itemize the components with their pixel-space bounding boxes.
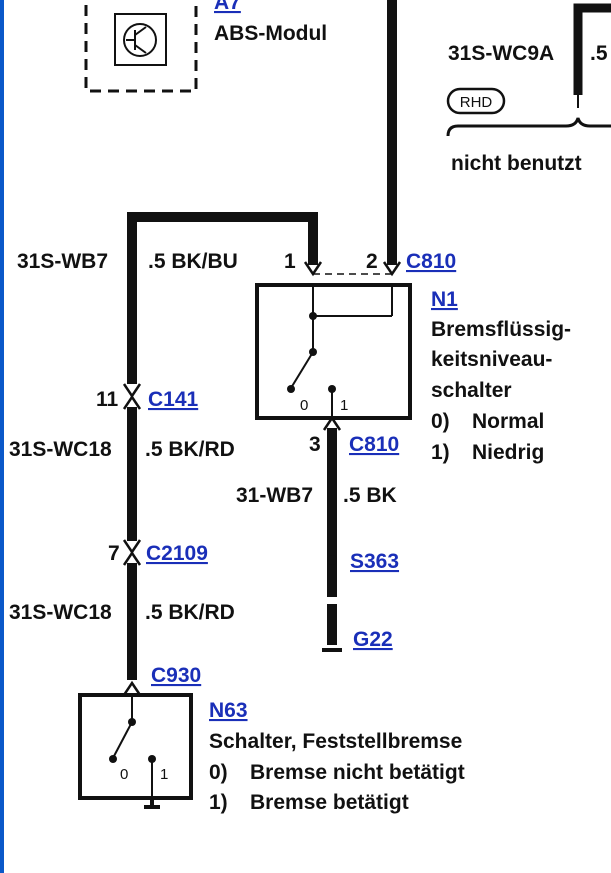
n1-switch-pos0: 0	[300, 397, 308, 414]
n1-name-line3: schalter	[431, 379, 512, 402]
n63-switch-symbol	[109, 695, 160, 809]
wire-31s-wb7	[127, 212, 318, 384]
n63-state1-text: Bremse betätigt	[250, 791, 409, 814]
n1-name-line1: Bremsflüssig-	[431, 318, 571, 341]
rhd-wire-spec: .5	[590, 42, 608, 65]
pin-3-label: 3	[309, 433, 321, 456]
n1-state1-text: Niedrig	[472, 441, 544, 464]
splice-s363[interactable]: S363	[350, 550, 399, 573]
rhd-brace	[446, 117, 611, 137]
connector-c930-mark	[122, 680, 142, 696]
connector-c810-pin3-mark	[322, 415, 342, 431]
n63-switch-pos0: 0	[120, 766, 128, 783]
n1-switch-box	[255, 283, 412, 420]
n63-state0-num: 0)	[209, 761, 228, 784]
transistor-icon	[114, 13, 167, 66]
connector-c810-bottom[interactable]: C810	[349, 433, 399, 456]
connector-c930[interactable]: C930	[151, 664, 201, 687]
pin-1-label: 1	[284, 250, 296, 273]
n1-ref[interactable]: N1	[431, 288, 458, 311]
rhd-note: nicht benutzt	[451, 152, 582, 175]
rhd-wire-id: 31S-WC9A	[448, 42, 554, 65]
wire-wb7-id: 31S-WB7	[17, 250, 108, 273]
connector-c141-bottom-mark	[122, 394, 142, 410]
wire-wc18-upper-id: 31S-WC18	[9, 438, 112, 461]
wire-wc18-lower-spec: .5 BK/RD	[145, 601, 235, 624]
n63-state1-num: 1)	[209, 791, 228, 814]
n63-state0-text: Bremse nicht betätigt	[250, 761, 465, 784]
wire-31wb7-id: 31-WB7	[236, 484, 313, 507]
ground-g22[interactable]: G22	[353, 628, 393, 651]
wire-wc18-lower-id: 31S-WC18	[9, 601, 112, 624]
n63-switch-pos1: 1	[160, 766, 168, 783]
connector-c2109[interactable]: C2109	[146, 542, 208, 565]
rhd-wire	[573, 3, 611, 95]
pin-7-label: 7	[108, 542, 120, 565]
connector-c141-top-mark	[122, 383, 142, 399]
n63-name: Schalter, Feststellbremse	[209, 730, 462, 753]
rhd-badge	[446, 87, 506, 115]
splice-s363-dot	[327, 555, 337, 565]
n1-switch-pos1: 1	[340, 397, 348, 414]
abs-module-ref[interactable]: A7	[214, 0, 241, 14]
connector-c2109-top-mark	[122, 539, 142, 555]
n63-ref[interactable]: N63	[209, 699, 248, 722]
n1-switch-symbol	[287, 285, 393, 418]
connector-c810-top[interactable]: C810	[406, 250, 456, 273]
rhd-badge-text: RHD	[460, 94, 493, 111]
left-accent-bar	[0, 0, 4, 873]
n63-switch-box	[78, 693, 193, 800]
pin-2-label: 2	[366, 250, 378, 273]
n1-state1-num: 1)	[431, 441, 450, 464]
n1-name-line2: keitsniveau-	[431, 348, 552, 371]
n1-state0-num: 0)	[431, 410, 450, 433]
connector-c2109-bottom-mark	[122, 550, 142, 566]
wire-31wb7-spec: .5 BK	[343, 484, 397, 507]
wire-wc18-upper-spec: .5 BK/RD	[145, 438, 235, 461]
pin-11-label: 11	[96, 388, 119, 411]
connector-c141[interactable]: C141	[148, 388, 199, 411]
n1-state0-text: Normal	[472, 410, 544, 433]
abs-module-name: ABS-Modul	[214, 22, 327, 45]
wire-wb7-spec: .5 BK/BU	[148, 250, 238, 273]
